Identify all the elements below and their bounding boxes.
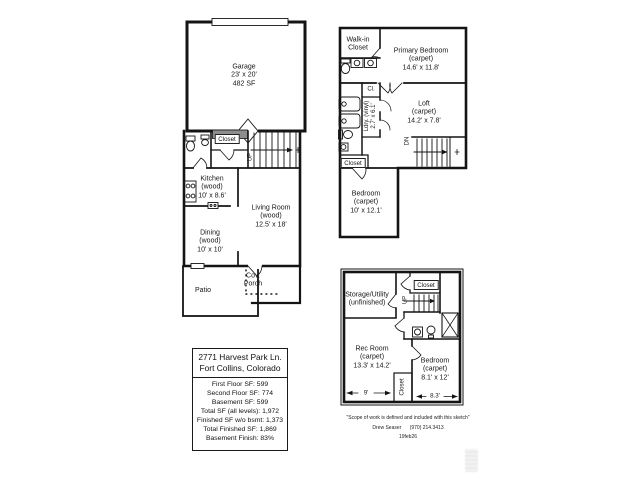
kitchen-room-label: Kitchen (wood) 10' x 8.6': [198, 176, 226, 201]
closet-label: Closet: [340, 158, 366, 168]
bedroom-label: Bedroom (carpet) 10' x 12.1': [350, 191, 381, 216]
room-dims: 23' x 20': [231, 71, 257, 79]
basement-stairs: [413, 294, 439, 312]
room-floor: (wood): [260, 212, 282, 220]
scope-disclaimer: "Scope of work is defined and included w…: [346, 415, 470, 421]
room-floor: (carpet): [359, 353, 385, 361]
garage-room-label: Garage 23' x 20' 482 SF: [231, 64, 257, 89]
mechanical-hatched-box: [441, 312, 459, 338]
basement-bath-fixtures: [412, 325, 436, 339]
author-line: Drew Seaser (970) 214.3413: [333, 425, 483, 431]
room-dims: 10' x 8.6': [198, 192, 226, 200]
kitchen-counter-appliance: [207, 202, 219, 209]
loft-label: Loft (carpet) 14.2' x 7.8': [407, 101, 440, 126]
walkin-closet-label: Walk-in Closet: [346, 36, 370, 52]
room-floor: (carpet): [422, 365, 448, 373]
basement-closet-outline: [393, 372, 413, 403]
room-name: Garage: [232, 63, 256, 71]
porch-label: Cov. Porch: [243, 272, 263, 288]
author-name: Drew Seaser: [372, 425, 402, 431]
room-name: Kitchen: [200, 175, 224, 183]
room-floor: (carpet): [353, 198, 379, 206]
room-dims: 13.3' x 14.2': [353, 362, 391, 370]
laundry-label: Ldry. (vinyl) 2.7' x 6.1': [364, 100, 377, 132]
room-floor: (carpet): [408, 55, 434, 63]
room-sf: 482 SF: [232, 80, 256, 88]
up-label: UP: [402, 295, 409, 305]
primary-bedroom-label: Primary Bedroom (carpet) 14.6' x 11.8': [394, 48, 448, 73]
room-name: Primary Bedroom: [393, 47, 449, 55]
sketch-footer-note: "Scope of work is defined and included w…: [333, 415, 483, 440]
dimension-label: 8.3': [428, 392, 442, 400]
second-floor-walls: [338, 26, 468, 239]
cl-closet-label: Cl.: [367, 86, 375, 93]
closet-label: Closet: [413, 280, 439, 290]
date-code: 19feb26: [398, 434, 418, 440]
first-floor-bath-fixtures: [185, 134, 210, 152]
dimension-lines: [346, 390, 458, 399]
dn-label: DN: [404, 136, 411, 146]
watermark: [465, 449, 478, 472]
basement-walls: [340, 268, 464, 406]
room-name: Rec Room: [355, 345, 389, 353]
stat-line: Finished SF w/o bsmt: 1,373: [196, 417, 284, 424]
basement-bedroom-label: Bedroom (carpet) 8.1' x 12': [421, 358, 449, 383]
room-dims: 14.2' x 7.8': [407, 117, 441, 125]
room-name: Storage/Utility: [345, 291, 389, 299]
room-name: Living Room: [251, 204, 291, 212]
room-floor: (unfinished): [348, 300, 386, 307]
author-phone: (970) 214.3413: [409, 425, 444, 431]
address-line-1: 2771 Harvest Park Ln.: [198, 352, 282, 362]
closet-label: Closet: [214, 134, 240, 144]
stat-line: Total SF (all levels): 1,972: [200, 408, 280, 415]
room-floor: (wood): [199, 237, 221, 245]
room-name: Bedroom: [420, 357, 450, 365]
room-dims: 12.5' x 18': [255, 221, 287, 229]
storage-utility-label: Storage/Utility (unfinished): [345, 292, 389, 309]
stat-line: First Floor SF: 599: [211, 381, 269, 388]
room-dims: 10' x 10': [197, 246, 223, 254]
garage-door: [211, 18, 289, 26]
stat-line: Second Floor SF: 774: [206, 390, 274, 397]
room-dims: 14.6' x 11.8': [402, 64, 440, 72]
room-name: Dining: [200, 229, 220, 237]
room-floor: (wood): [201, 183, 223, 191]
stat-line: Basement SF: 599: [211, 399, 269, 406]
second-floor-stairs: [416, 138, 448, 167]
patio-label: Patio: [195, 286, 211, 294]
dining-room-label: Dining (wood) 10' x 10': [197, 230, 223, 255]
stat-line: Total Finished SF: 1,869: [203, 426, 277, 433]
room-name: Loft: [418, 100, 430, 108]
room-floor: (carpet): [411, 108, 437, 116]
property-info-box: 2771 Harvest Park Ln. Fort Collins, Colo…: [192, 348, 288, 451]
up-label: UP: [247, 152, 254, 162]
room-dims: 10' x 12.1': [350, 207, 382, 215]
living-room-label: Living Room (wood) 12.5' x 18': [252, 205, 291, 230]
stat-line: Basement Finish: 83%: [205, 435, 274, 442]
room-dims: 8.1' x 12': [421, 374, 449, 382]
porch-dotted-edge: [245, 269, 280, 295]
second-floor-bath-fixtures: [338, 58, 377, 152]
divider: [193, 377, 287, 378]
kitchen-stove: [184, 180, 197, 203]
patio-outline: [182, 265, 259, 317]
patio-door: [190, 263, 205, 269]
room-name: Bedroom: [351, 190, 381, 198]
dimension-label: 9': [361, 389, 371, 397]
closet-label: Closet: [399, 378, 406, 396]
rec-room-label: Rec Room (carpet) 13.3' x 14.2': [353, 346, 390, 371]
address-line-2: Fort Collins, Colorado: [199, 363, 281, 373]
